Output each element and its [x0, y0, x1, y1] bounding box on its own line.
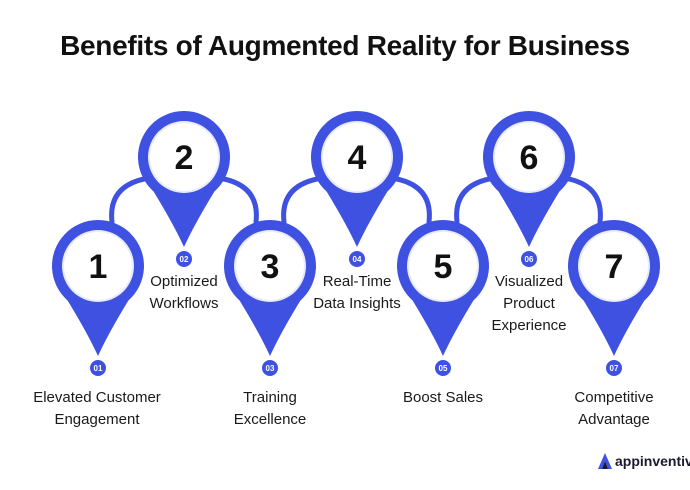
benefit-label-line: Experience: [491, 317, 567, 334]
pin-number: 5: [434, 248, 453, 286]
step-badge: [262, 360, 278, 376]
step-badge: [176, 251, 192, 267]
pin-inner-circle: [409, 232, 477, 300]
benefit-label-line: Elevated Customer: [33, 389, 161, 406]
step-badge: [521, 251, 537, 267]
benefit-label-line: Training: [243, 389, 297, 406]
step-badge-number: 05: [439, 364, 448, 373]
benefit-label-line: Product: [503, 295, 555, 312]
connector-arc: [566, 176, 603, 225]
pin-number: 3: [261, 248, 280, 286]
benefit-label-line: Advantage: [578, 411, 650, 428]
pin-number: 6: [520, 139, 539, 177]
pin-inner-circle: [495, 123, 563, 191]
benefit-label-line: Competitive: [574, 389, 654, 406]
step-badge-number: 07: [610, 364, 619, 373]
pin-number: 2: [175, 139, 194, 177]
connector-arc: [281, 176, 320, 225]
benefit-label-line: Visualized: [494, 273, 564, 290]
step-badge: [90, 360, 106, 376]
connector-arc: [394, 176, 432, 225]
pin-number: 7: [605, 248, 624, 286]
step-badge-number: 03: [266, 364, 275, 373]
benefit-label-5: Boost Sales: [368, 387, 518, 409]
benefit-label-line: Engagement: [54, 411, 140, 428]
step-badge: [606, 360, 622, 376]
benefit-label-line: Data Insights: [313, 295, 401, 312]
pin-inner-circle: [323, 123, 391, 191]
page-title: Benefits of Augmented Reality for Busine…: [60, 30, 630, 61]
benefit-label-line: Workflows: [149, 295, 219, 312]
pin-inner-circle: [580, 232, 648, 300]
benefit-label-line: Real-Time: [322, 273, 392, 290]
step-badge-number: 02: [180, 255, 189, 264]
pin-3: 3 03: [224, 220, 316, 376]
connector-arcs: [109, 176, 603, 225]
brand-name: appinventiv: [615, 453, 690, 469]
brand-logo: appinventiv: [597, 452, 690, 470]
appinventiv-logo-icon: [598, 453, 612, 469]
step-badge-number: 04: [353, 255, 362, 264]
step-badge-number: 01: [94, 364, 103, 373]
pin-2: 2 02: [138, 111, 231, 267]
step-badge: [435, 360, 451, 376]
pin-number: 1: [89, 248, 108, 286]
step-badge: [349, 251, 365, 267]
pin-6: 6 06: [483, 111, 576, 267]
pin-inner-circle: [236, 232, 304, 300]
benefit-label-line: Optimized: [150, 273, 218, 290]
connector-arc: [109, 176, 147, 225]
connector-arc: [221, 176, 259, 225]
pins-layer: 1 01 2 02 3 03 4 04 5 05 6 06 7 07: [52, 111, 660, 376]
connector-arc: [454, 176, 492, 225]
pin-number: 4: [348, 139, 367, 177]
step-badge-number: 06: [525, 255, 534, 264]
pin-7: 7 07: [568, 220, 660, 376]
pin-5: 5 05: [397, 220, 489, 376]
pin-1: 1 01: [52, 220, 145, 376]
benefit-label-line: Excellence: [233, 411, 307, 428]
pin-inner-circle: [150, 123, 218, 191]
benefit-label-line: Boost Sales: [402, 389, 484, 406]
pin-inner-circle: [64, 232, 132, 300]
pin-4: 4 04: [311, 111, 403, 267]
